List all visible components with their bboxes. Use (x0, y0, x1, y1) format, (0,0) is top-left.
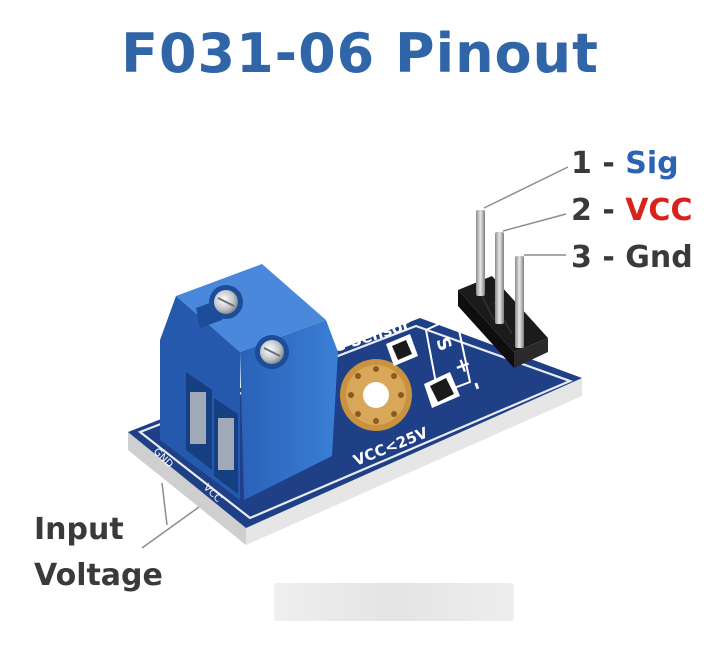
leader-line-vcc (502, 213, 567, 232)
blurred-watermark (274, 583, 514, 621)
input-label-line1: Input (34, 512, 124, 547)
mounting-hole (340, 359, 412, 431)
leader-line-input-gnd (161, 482, 168, 526)
pin-name-sig: Sig (625, 146, 679, 181)
pin-label-2: 2 - VCC (571, 193, 692, 228)
pin-label-1: 1 - Sig (571, 146, 679, 181)
pin-name-vcc: VCC (625, 193, 693, 228)
page-title: F031-06 Pinout (121, 22, 599, 85)
header-pin-vcc (495, 232, 504, 324)
pin-header (458, 210, 548, 368)
resistor-1 (386, 334, 418, 366)
silk-header-plus: + (449, 354, 477, 378)
leader-lines (141, 166, 569, 549)
pin-label-3: 3 - Gnd (571, 240, 693, 275)
pin-number-1: 1 - (571, 146, 626, 181)
leader-line-input-vcc (141, 506, 200, 549)
pin-number-2: 2 - (571, 193, 626, 228)
pin-number-3: 3 - (571, 240, 626, 275)
header-pin-gnd (515, 256, 524, 348)
screw-terminal (160, 264, 338, 500)
input-label-line2: Voltage (34, 558, 163, 593)
leader-line-sig (483, 166, 569, 209)
pin-name-gnd: Gnd (625, 240, 693, 275)
header-pin-sig (476, 210, 485, 296)
resistor-2 (424, 372, 460, 408)
